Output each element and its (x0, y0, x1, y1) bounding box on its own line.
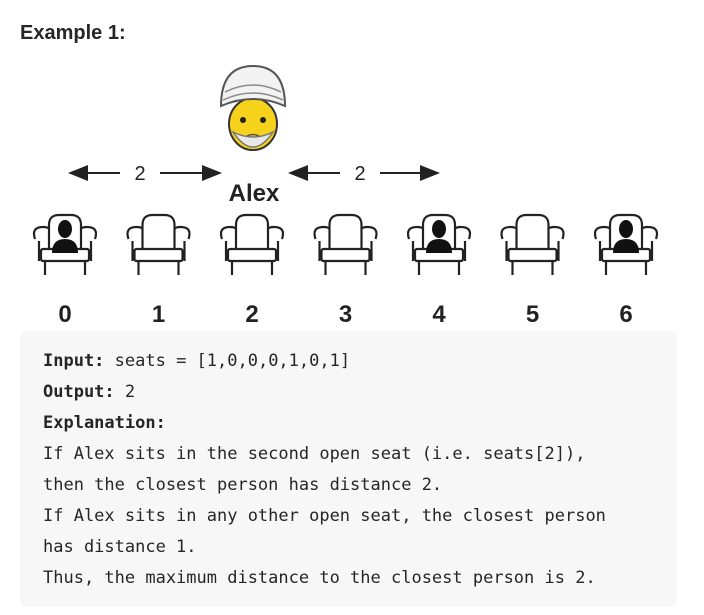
chair-icon (500, 213, 565, 277)
seat-index-label: 5 (526, 301, 539, 328)
input-value: seats = [1,0,0,0,1,0,1] (114, 351, 351, 371)
output-line: Output: 2 (43, 380, 135, 404)
occupied-seat (406, 213, 472, 277)
chair-icon (219, 213, 285, 277)
empty-seat (313, 213, 378, 277)
explanation-line: then the closest person has distance 2. (43, 475, 443, 495)
explanation-line: If Alex sits in any other open seat, the… (43, 506, 606, 526)
seat-index-label: 6 (619, 301, 632, 328)
seat-index-label: 2 (245, 301, 258, 328)
distance-label-right: 2 (354, 163, 365, 185)
seat-index-label: 1 (152, 301, 165, 328)
input-label: Input: (43, 351, 105, 371)
empty-seat (500, 213, 565, 277)
example-code-block: Input: seats = [1,0,0,0,1,0,1] Output: 2… (20, 331, 677, 607)
output-value: 2 (124, 382, 136, 402)
explanation-line: Thus, the maximum distance to the closes… (43, 568, 596, 588)
seat-row: 0 1 2 3 4 5 6 (32, 213, 659, 328)
empty-seat (219, 213, 285, 277)
output-label: Output: (43, 382, 115, 402)
alex-avatar-icon (219, 64, 287, 151)
occupied-seat (593, 213, 659, 277)
input-line: Input: seats = [1,0,0,0,1,0,1] (43, 349, 350, 373)
occupied-seat (32, 213, 98, 277)
chair-icon (313, 213, 378, 277)
seat-index-label: 0 (58, 301, 71, 328)
chair-icon (126, 213, 191, 277)
explanation-line: If Alex sits in the second open seat (i.… (43, 444, 586, 464)
distance-label-left: 2 (134, 163, 145, 185)
person-name-label: Alex (229, 180, 280, 207)
empty-seat (126, 213, 191, 277)
seat-index-label: 4 (432, 301, 446, 328)
explanation-line: has distance 1. (43, 537, 197, 557)
explanation-label: Explanation: (43, 413, 166, 433)
distance-arrow-right: 2 (288, 163, 440, 185)
example-heading: Example 1: (20, 22, 126, 44)
seat-index-label: 3 (339, 301, 352, 328)
seats-figure: 2 2 Alex 0 1 2 3 4 5 6 (32, 64, 659, 328)
distance-arrow-left: 2 (68, 163, 222, 185)
